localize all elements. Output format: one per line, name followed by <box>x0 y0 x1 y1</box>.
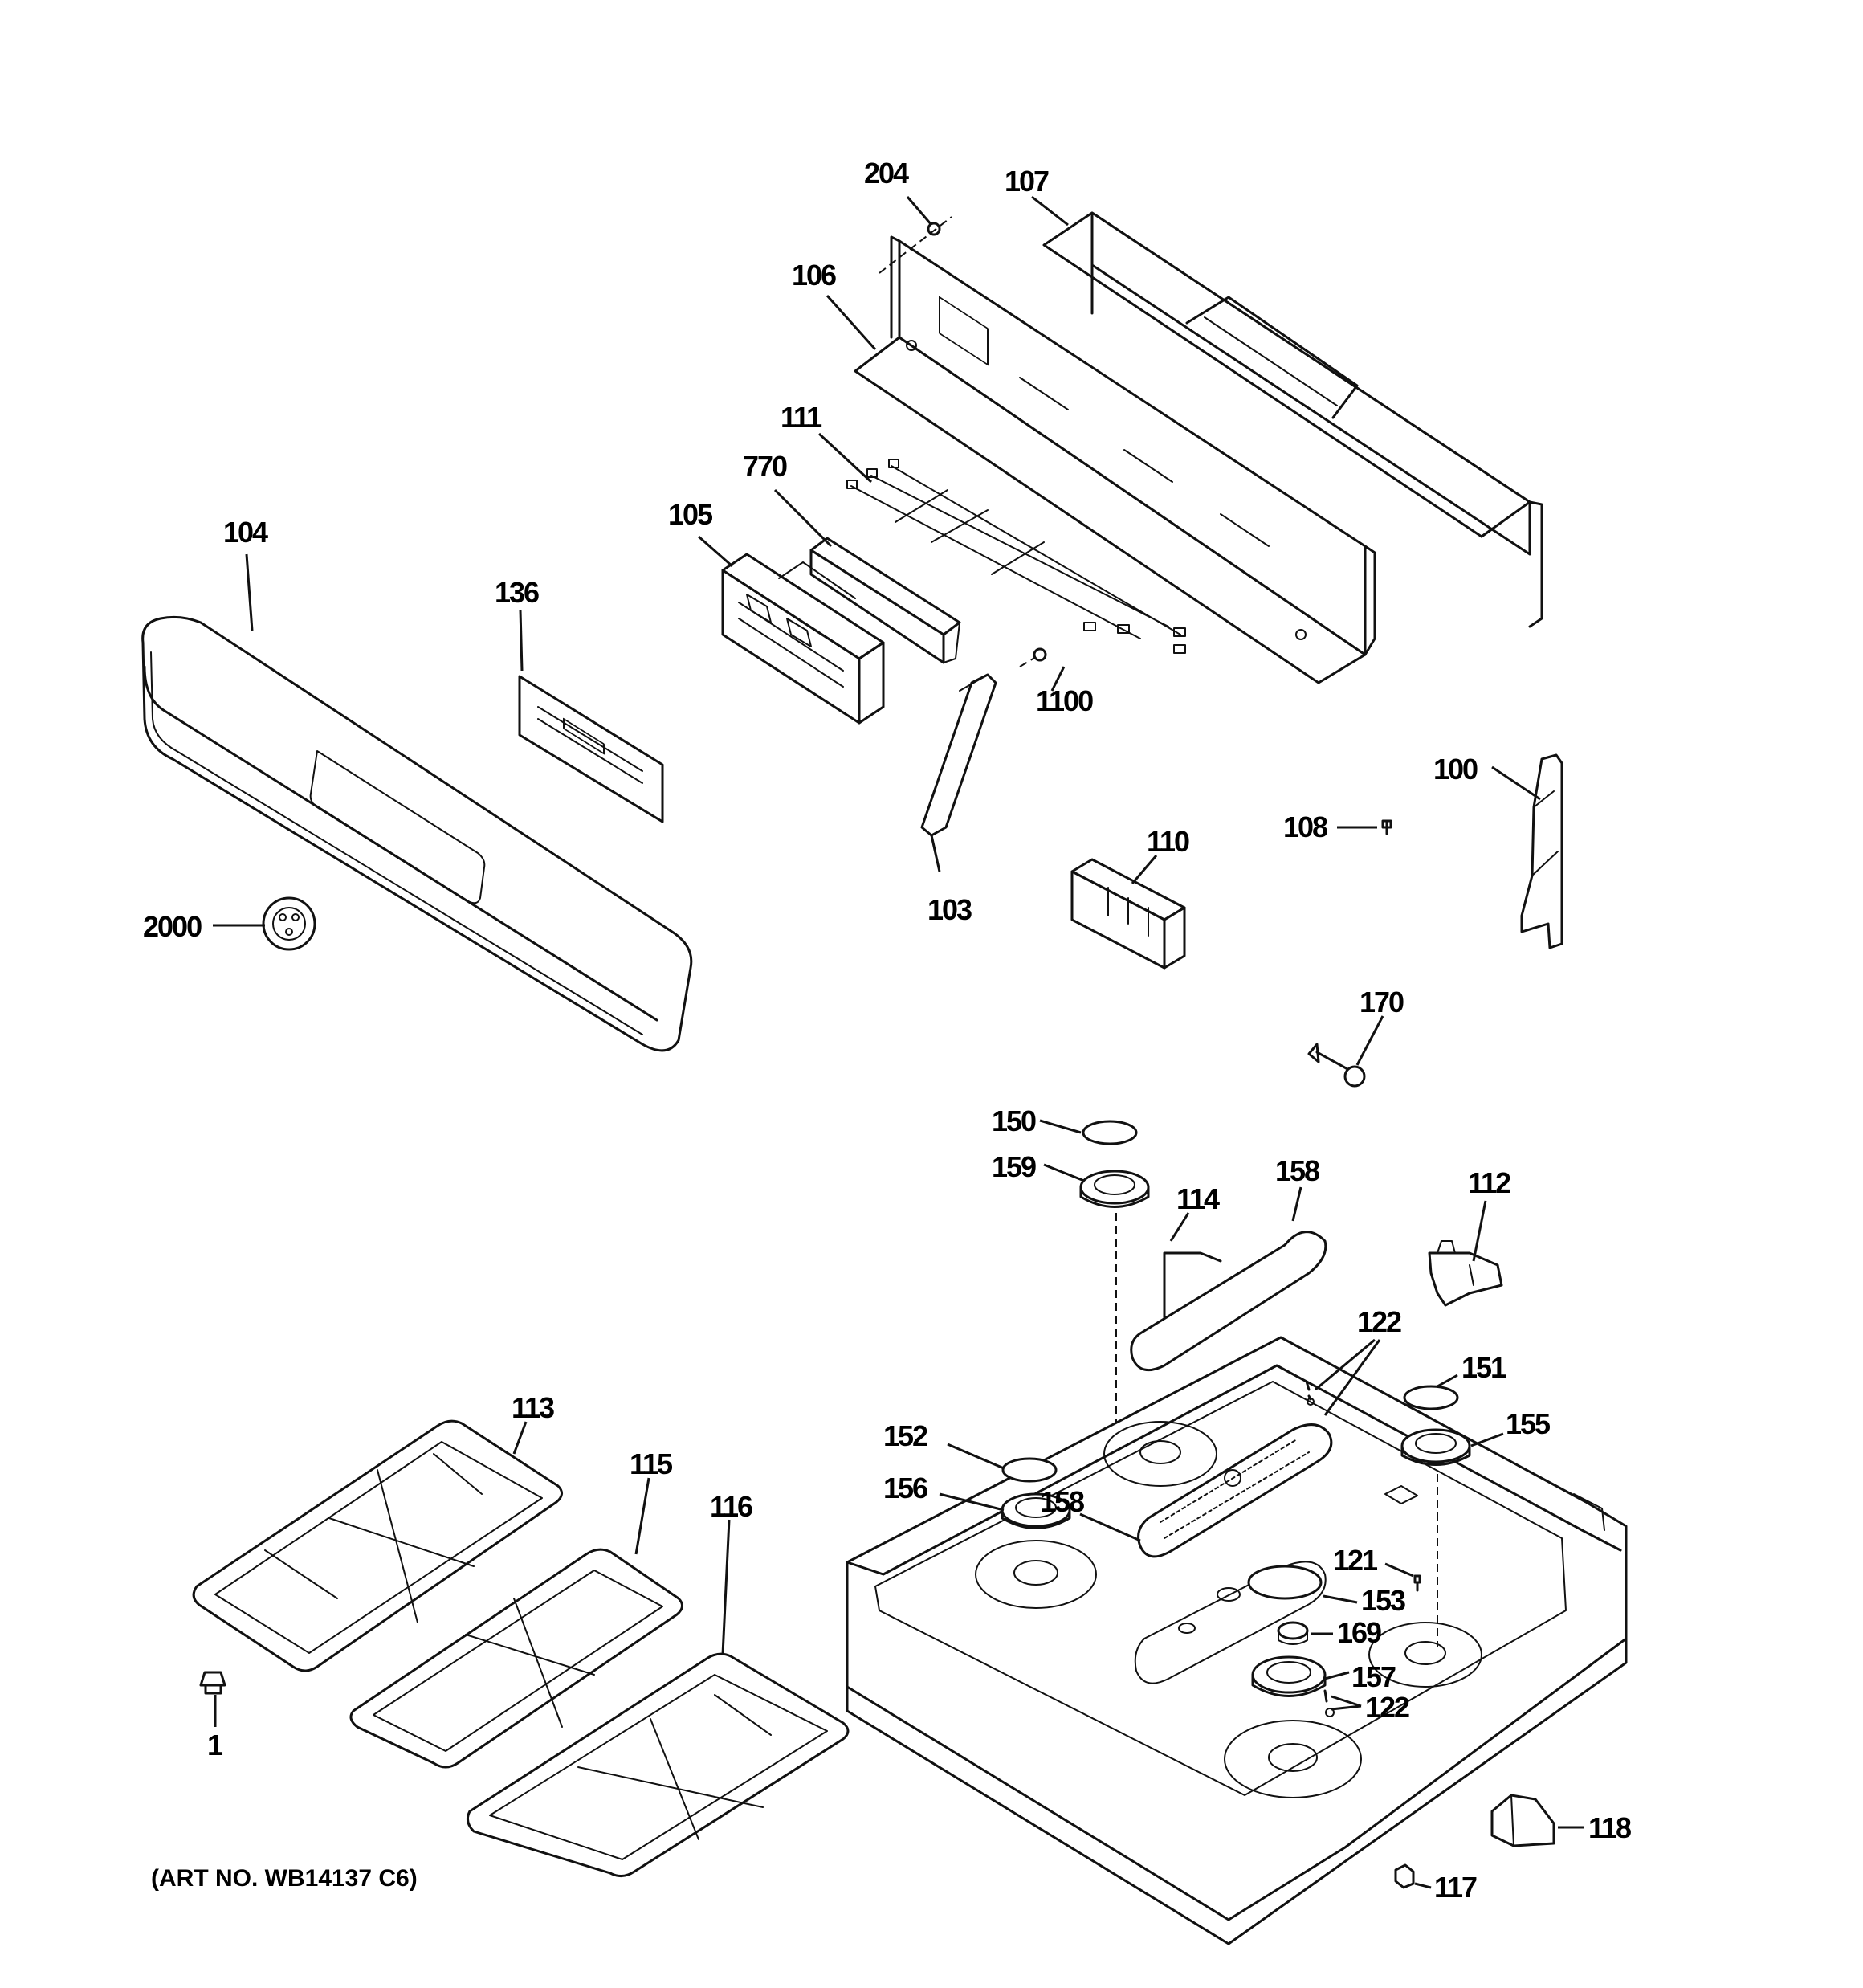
label-136: 136 <box>495 576 539 609</box>
label-169: 169 <box>1337 1616 1381 1649</box>
label-111: 111 <box>781 401 822 434</box>
part-104-control-panel <box>141 615 693 1052</box>
label-122-bottom: 122 <box>1365 1691 1409 1724</box>
label-157: 157 <box>1351 1660 1396 1693</box>
part-152-156-burner <box>1001 1457 1071 1529</box>
label-156: 156 <box>883 1472 927 1504</box>
label-106: 106 <box>792 259 836 292</box>
part-153-169-157-burner <box>1247 1565 1327 1697</box>
label-770: 770 <box>743 450 787 483</box>
label-1: 1 <box>207 1729 223 1761</box>
part-103-bracket <box>920 673 997 837</box>
part-2000-knob <box>262 896 316 951</box>
art-number: (ART NO. WB14137 C6) <box>151 1865 418 1892</box>
part-cooktop <box>846 1336 1628 1945</box>
part-770-bracket <box>809 537 961 664</box>
part-115-grate <box>349 1548 683 1769</box>
part-110-module <box>1070 858 1186 970</box>
part-107-rear-trim <box>1042 211 1543 628</box>
label-158-bottom: 158 <box>1040 1485 1084 1518</box>
part-1100-screw <box>1019 647 1047 667</box>
label-153: 153 <box>1361 1584 1405 1617</box>
label-151: 151 <box>1461 1351 1506 1384</box>
part-100-endcap <box>1520 753 1563 949</box>
part-151-155-burner <box>1400 1385 1471 1647</box>
label-122-top: 122 <box>1357 1305 1401 1338</box>
label-114: 114 <box>1176 1182 1220 1215</box>
leader-lines <box>213 195 1584 1889</box>
part-204-screw <box>879 216 952 274</box>
part-108-screw <box>1381 819 1392 835</box>
label-159: 159 <box>992 1150 1036 1183</box>
label-115: 115 <box>630 1447 673 1480</box>
label-113: 113 <box>512 1391 554 1424</box>
label-105: 105 <box>668 498 713 531</box>
label-155: 155 <box>1506 1407 1551 1440</box>
part-150-159-burner <box>1079 1120 1150 1438</box>
label-158-top: 158 <box>1275 1154 1319 1187</box>
part-114-support <box>1163 1251 1222 1319</box>
label-104: 104 <box>223 516 268 549</box>
label-103: 103 <box>927 893 972 926</box>
label-116: 116 <box>710 1490 752 1523</box>
part-121-122-screws <box>1305 1380 1421 1717</box>
part-117-nut <box>1394 1863 1415 1889</box>
part-1-foot <box>199 1671 226 1695</box>
part-158-griddle-plate <box>1130 1231 1327 1372</box>
label-204: 204 <box>864 157 909 190</box>
label-2000: 2000 <box>143 910 202 943</box>
part-136-overlay <box>518 675 664 823</box>
callout-labels: 204 107 106 111 770 105 104 136 1100 100… <box>143 157 1633 1904</box>
label-150: 150 <box>992 1104 1036 1137</box>
label-107: 107 <box>1005 165 1049 198</box>
label-118: 118 <box>1588 1811 1631 1844</box>
label-1100: 1100 <box>1036 684 1093 717</box>
part-158-griddle-burner <box>1137 1423 1333 1558</box>
part-106-backguard <box>854 235 1376 684</box>
part-111-harness <box>846 459 1186 654</box>
part-112-valve <box>1428 1240 1503 1307</box>
part-113-grate <box>192 1419 563 1672</box>
label-121: 121 <box>1333 1544 1378 1577</box>
part-118-knob <box>1490 1794 1555 1847</box>
label-112: 112 <box>1468 1166 1510 1199</box>
label-170: 170 <box>1360 986 1404 1018</box>
part-105-control-board <box>721 553 885 725</box>
part-170-screw <box>1307 1043 1366 1088</box>
label-100: 100 <box>1433 753 1478 786</box>
label-117: 117 <box>1434 1871 1477 1904</box>
label-152: 152 <box>883 1419 927 1452</box>
label-108: 108 <box>1283 810 1327 843</box>
label-110: 110 <box>1147 825 1189 858</box>
